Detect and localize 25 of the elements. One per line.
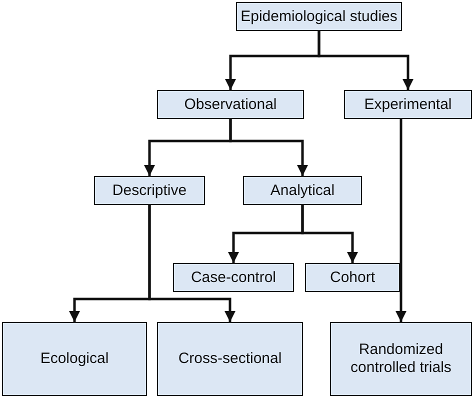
arrow: [229, 119, 308, 176]
process-box: [157, 90, 304, 119]
box-label: Case-control: [190, 268, 276, 286]
process-box: [94, 176, 205, 205]
process-box: [173, 263, 294, 292]
process-box: [344, 90, 472, 119]
box-label: Ecological: [40, 350, 109, 368]
arrow: [395, 119, 407, 322]
box-label: Cohort: [330, 268, 376, 286]
box-label: Experimental: [364, 96, 452, 114]
box-label: Cross-sectional: [178, 350, 282, 368]
process-box: [243, 176, 362, 205]
process-box: [330, 322, 472, 396]
arrow: [148, 205, 236, 322]
box-label: Randomized controlled trials: [350, 341, 452, 377]
box-label: Observational: [184, 96, 277, 114]
arrow: [318, 31, 414, 90]
arrow: [301, 205, 358, 263]
process-box: [236, 2, 402, 31]
box-label: Analytical: [270, 182, 335, 200]
box-label: Epidemiological studies: [240, 8, 398, 26]
box-label: Descriptive: [112, 182, 187, 200]
process-box: [157, 322, 303, 396]
process-box: [305, 263, 400, 292]
process-box: [2, 322, 147, 396]
